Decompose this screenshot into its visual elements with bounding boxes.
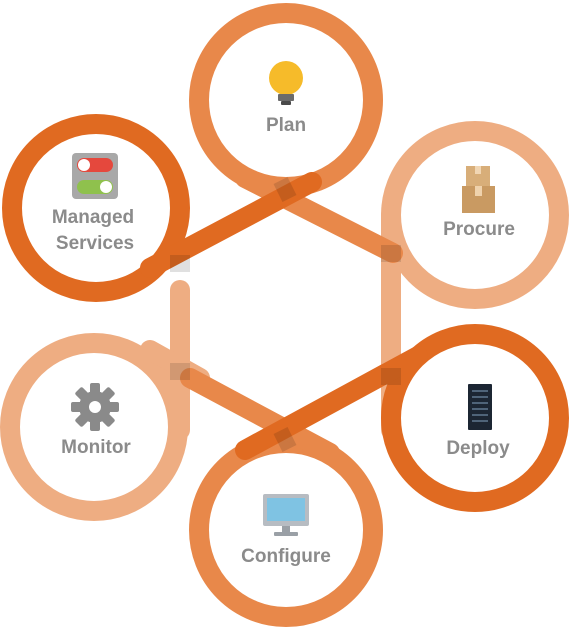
monitor-icon: [263, 494, 309, 536]
configure-label: Configure: [241, 546, 331, 567]
node-monitor: Monitor: [61, 383, 131, 458]
procure-label: Procure: [443, 219, 515, 240]
node-managed-services: Managed Services: [52, 153, 134, 254]
dark-ribbon: [2, 114, 569, 512]
crossing-shadows: [170, 177, 401, 452]
node-deploy: Deploy: [446, 384, 510, 459]
node-procure: Procure: [443, 166, 515, 240]
toggle-switches-icon: [72, 153, 118, 199]
node-plan: Plan: [266, 61, 306, 136]
mid-ribbon: [180, 3, 403, 627]
deploy-label: Deploy: [446, 438, 510, 459]
plan-label: Plan: [266, 115, 306, 136]
node-configure: Configure: [241, 494, 331, 567]
server-rack-icon: [468, 384, 492, 430]
boxes-icon: [462, 166, 495, 213]
monitor-label: Monitor: [61, 437, 131, 458]
lightbulb-icon: [269, 61, 303, 105]
gear-icon: [71, 383, 119, 431]
managed-services-label-line1: Managed: [52, 207, 134, 228]
managed-services-label-line2: Services: [56, 233, 134, 254]
